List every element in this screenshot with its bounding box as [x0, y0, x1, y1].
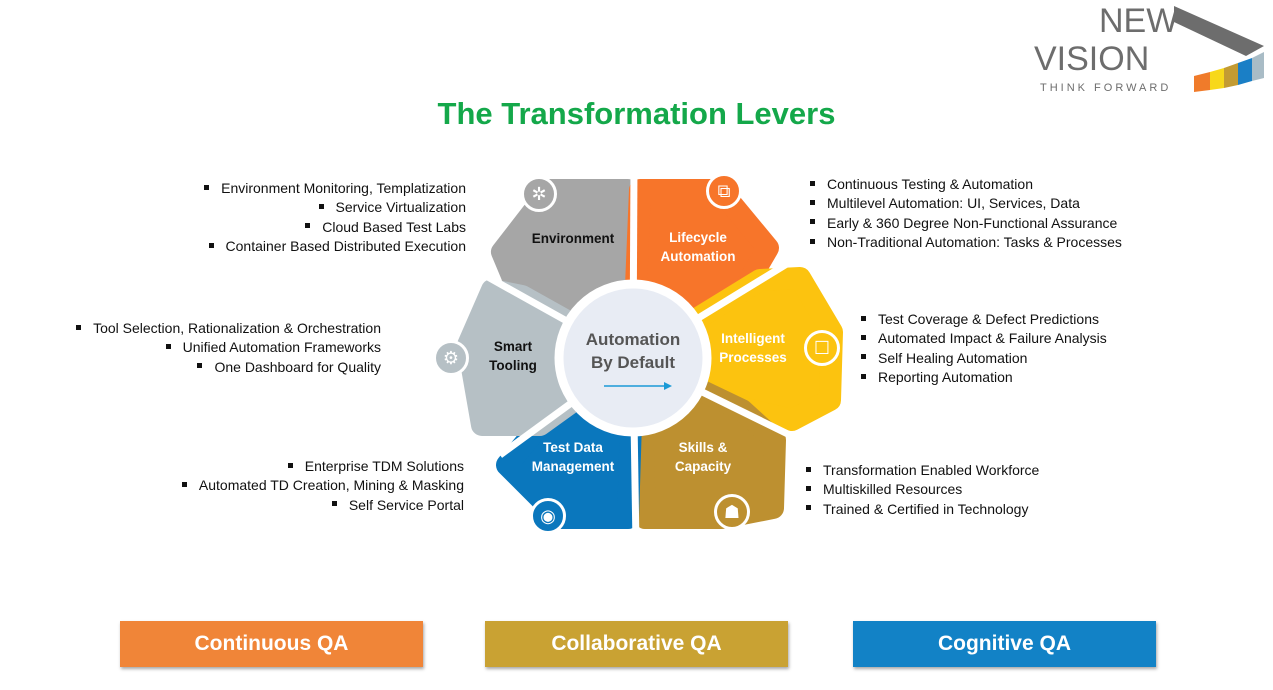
bullet-item: Trained & Certified in Technology: [806, 500, 1039, 519]
center-label: Automation By Default: [563, 328, 703, 374]
environment-bullets: Environment Monitoring, Templatization S…: [204, 179, 466, 256]
lifecycle-bullets: Continuous Testing & Automation Multilev…: [810, 175, 1122, 252]
center-line-2: By Default: [590, 353, 676, 372]
bullet-item: Cloud Based Test Labs: [204, 218, 466, 237]
bullet-item: Non-Traditional Automation: Tasks & Proc…: [810, 233, 1122, 252]
skills-bullets: Transformation Enabled Workforce Multisk…: [806, 461, 1039, 519]
label-line: Capacity: [674, 459, 732, 474]
bullet-item: Self Service Portal: [182, 496, 464, 515]
continuous-qa-button[interactable]: Continuous QA: [120, 621, 423, 667]
cognitive-qa-button[interactable]: Cognitive QA: [853, 621, 1156, 667]
intelligent-bullets: Test Coverage & Defect Predictions Autom…: [861, 310, 1107, 387]
bullet-item: Multiskilled Resources: [806, 480, 1039, 499]
label-environment: Environment: [531, 231, 615, 246]
logo-tagline: THINK FORWARD: [1040, 82, 1171, 94]
test-data-bullets: Enterprise TDM Solutions Automated TD Cr…: [182, 457, 464, 515]
label-line: Skills &: [678, 440, 728, 455]
label-line: Intelligent: [721, 331, 785, 346]
label-line: Test Data: [543, 440, 603, 455]
bullet-item: Reporting Automation: [861, 368, 1107, 387]
label-skills: Skills & Capacity: [643, 438, 763, 476]
label-line: Management: [531, 459, 615, 474]
logo-text-new: NEW: [1099, 2, 1178, 40]
bullet-item: Self Healing Automation: [861, 349, 1107, 368]
center-circle: [554, 279, 712, 437]
brain-icon: ◉: [530, 498, 566, 534]
bullet-item: Continuous Testing & Automation: [810, 175, 1122, 194]
arrow-head-icon: [664, 382, 672, 390]
label-line: Tooling: [489, 358, 537, 373]
people-icon: ☗: [714, 494, 750, 530]
label-line: Lifecycle: [669, 230, 727, 245]
bullet-item: Transformation Enabled Workforce: [806, 461, 1039, 480]
bullet-item: Container Based Distributed Execution: [204, 237, 466, 256]
logo-text-vision: VISION: [1034, 40, 1149, 78]
bullet-item: Automated Impact & Failure Analysis: [861, 329, 1107, 348]
bullet-item: Automated TD Creation, Mining & Masking: [182, 476, 464, 495]
bullet-item: One Dashboard for Quality: [76, 358, 381, 377]
smart-tooling-bullets: Tool Selection, Rationalization & Orches…: [76, 319, 381, 377]
label-line: Smart: [493, 339, 533, 354]
page-title: The Transformation Levers: [437, 96, 836, 131]
bullet-item: Early & 360 Degree Non-Functional Assura…: [810, 214, 1122, 233]
label-line: Automation: [660, 249, 736, 264]
label-line: Processes: [719, 350, 787, 365]
bullet-item: Enterprise TDM Solutions: [182, 457, 464, 476]
gear-icon: ⚙: [433, 340, 469, 376]
bullet-item: Environment Monitoring, Templatization: [204, 179, 466, 198]
robot-icon: ☐: [804, 330, 840, 366]
center-line-1: Automation: [585, 330, 681, 349]
bullet-item: Service Virtualization: [204, 198, 466, 217]
bullet-item: Tool Selection, Rationalization & Orches…: [76, 319, 381, 338]
collaborative-qa-button[interactable]: Collaborative QA: [485, 621, 788, 667]
bullet-item: Multilevel Automation: UI, Services, Dat…: [810, 194, 1122, 213]
workflow-icon: ⧉: [706, 173, 742, 209]
bullet-item: Unified Automation Frameworks: [76, 338, 381, 357]
network-icon: ✲: [521, 176, 557, 212]
bullet-item: Test Coverage & Defect Predictions: [861, 310, 1107, 329]
new-vision-logo: NEW VISION THINK FORWARD: [1024, 0, 1269, 95]
